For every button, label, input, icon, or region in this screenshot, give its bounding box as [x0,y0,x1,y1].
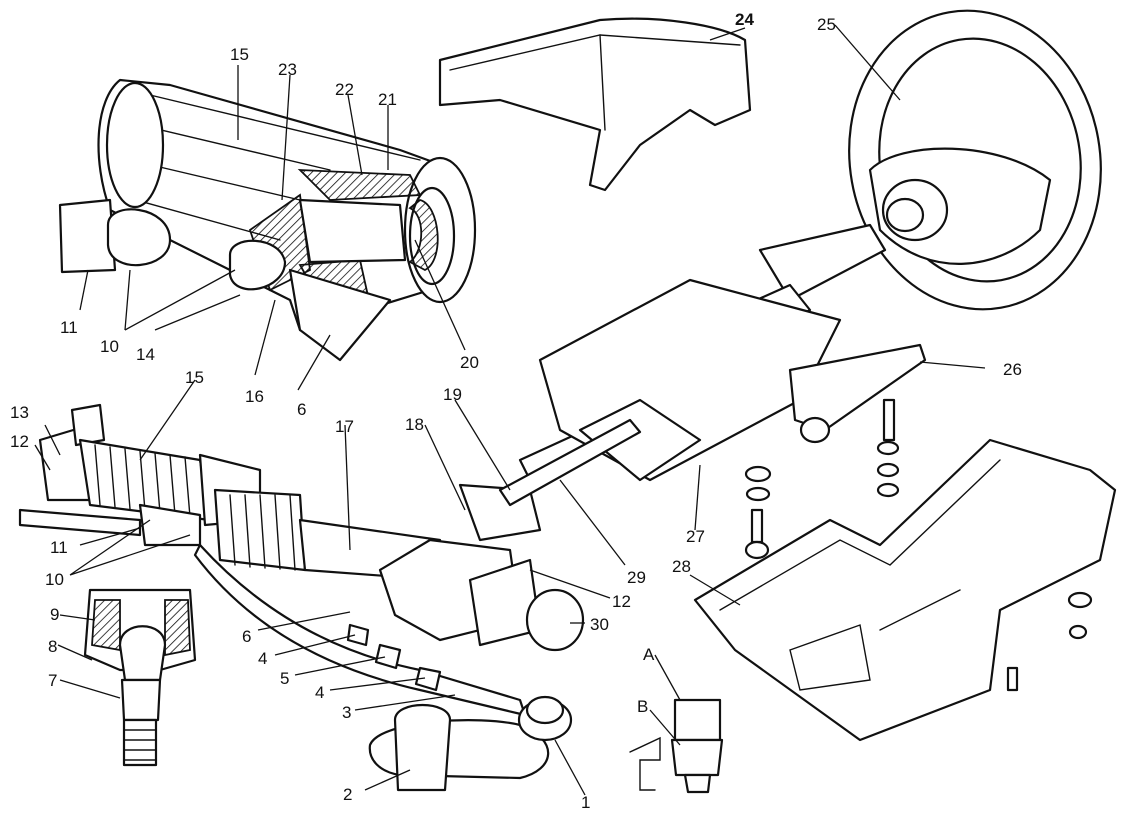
callout-1: 1 [581,793,590,812]
callout-18: 18 [405,415,424,434]
callout-19: 19 [443,385,462,404]
callout-7: 7 [48,671,57,690]
steering-wheel [848,9,1102,311]
callout-8: 8 [48,637,57,656]
callout-23: 23 [278,60,297,79]
callout-22: 22 [335,80,354,99]
callout-10-mid: 10 [45,570,64,589]
callout-15-top: 15 [230,45,249,64]
callout-6-bottom: 6 [242,627,251,646]
intermediate-shaft [498,418,642,507]
fastener-set [744,398,1093,692]
callout-11-mid: 11 [50,538,68,557]
callout-20: 20 [460,353,479,372]
steering-rack-assembly [18,403,585,652]
callout-13: 13 [10,403,29,422]
callout-labels: 15 23 22 21 11 10 14 16 6 20 24 25 26 15… [10,10,1022,812]
ball-joint-detail [83,588,197,767]
callout-9: 9 [50,605,59,624]
callout-24: 24 [735,10,754,29]
callout-4-upper: 4 [258,649,267,668]
bushing-detail [629,698,724,794]
callout-5: 5 [280,669,289,688]
callout-30: 30 [590,615,609,634]
callout-16: 16 [245,387,264,406]
lower-steering-column-shroud [693,438,1117,742]
callout-21: 21 [378,90,397,109]
callout-29: 29 [627,568,646,587]
callout-28: 28 [672,557,691,576]
callout-14: 14 [136,345,155,364]
callout-4-lower: 4 [315,683,324,702]
rack-housing-cutaway [58,78,477,362]
callout-2: 2 [343,785,352,804]
callout-25: 25 [817,15,836,34]
steering-knuckle-arm [368,695,573,792]
callout-10-top: 10 [100,337,119,356]
steering-column [518,223,927,482]
callout-26: 26 [1003,360,1022,379]
callout-3: 3 [342,703,351,722]
callout-17: 17 [335,417,354,436]
callout-12-left: 12 [10,432,29,451]
callout-27: 27 [686,527,705,546]
callout-B: B [637,697,648,716]
callout-6-top: 6 [297,400,306,419]
callout-15-mid: 15 [185,368,204,387]
callout-12-right: 12 [612,592,631,611]
callout-A: A [643,645,655,664]
leader-lines [34,24,986,796]
upper-steering-column-shroud [438,17,752,192]
callout-11-top: 11 [60,318,78,337]
